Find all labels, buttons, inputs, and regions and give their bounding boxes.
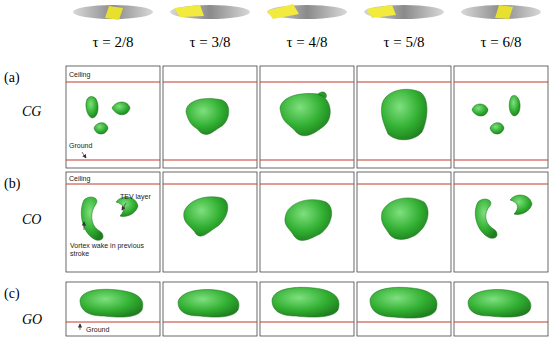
callout-label: Vortex wake in previous stroke (70, 242, 146, 257)
panel-frames (66, 66, 548, 336)
illustration-part (260, 66, 354, 168)
illustration-part (66, 282, 160, 336)
illustration-part (267, 5, 347, 19)
illustration-part (381, 198, 428, 240)
illustration-part (184, 197, 228, 236)
illustration-part (454, 66, 548, 168)
panel-letter: (c) (4, 286, 20, 301)
illustration-part (381, 89, 427, 139)
illustration-part (80, 289, 143, 317)
boundary-label: Ceiling (69, 71, 90, 79)
illustration-part (357, 66, 451, 168)
illustration-part (163, 322, 257, 323)
illustration-part (163, 82, 257, 83)
illustration-part (280, 92, 330, 136)
vortex-blobs (80, 89, 532, 318)
boundary-label: Ground (69, 142, 92, 150)
illustration-part (357, 282, 451, 336)
illustration-part (260, 184, 354, 185)
phase-label: τ = 6/8 (480, 34, 521, 51)
illustration-part (122, 203, 126, 210)
illustration-part (170, 5, 250, 19)
illustration-part (490, 123, 504, 134)
illustration-part (82, 152, 86, 158)
illustration-part (475, 199, 497, 238)
illustration-part (357, 82, 451, 83)
boundary-label: Ceiling (69, 175, 90, 183)
wing-icons (73, 4, 541, 20)
illustration-part (357, 184, 451, 185)
illustration-part (370, 287, 437, 318)
illustration-part (364, 5, 444, 19)
illustration-part (454, 172, 548, 272)
illustration-part (163, 282, 257, 336)
illustration-part (461, 5, 541, 19)
illustration-part (73, 5, 153, 20)
case-name: CO (22, 212, 41, 227)
phase-label: τ = 2/8 (92, 34, 133, 51)
illustration-part (84, 222, 85, 230)
illustration-part (510, 195, 532, 214)
illustration-part (170, 5, 250, 19)
illustration-part (454, 82, 548, 83)
illustration-part (66, 82, 160, 83)
phase-label: τ = 5/8 (383, 34, 424, 51)
phase-label: τ = 3/8 (189, 34, 230, 51)
case-name: CG (22, 104, 41, 119)
illustration-part (174, 5, 204, 17)
illustration-part (260, 322, 354, 323)
illustration-part (163, 184, 257, 185)
illustration-part (366, 5, 396, 18)
panel-letter: (a) (4, 70, 20, 85)
illustration-part (66, 322, 160, 323)
illustration-part (66, 172, 160, 272)
illustration-part (163, 66, 257, 168)
illustration-part (86, 97, 98, 118)
illustration-part (454, 282, 548, 336)
illustration-part (66, 184, 160, 185)
illustration-part (80, 324, 81, 330)
illustration-part (454, 184, 548, 185)
illustration-part (163, 172, 257, 272)
illustration-part (454, 160, 548, 161)
illustration-part (260, 82, 354, 83)
illustration-part (260, 172, 354, 272)
panel-letter: (b) (4, 176, 20, 191)
illustration-part (357, 172, 451, 272)
illustration-part (267, 4, 347, 19)
illustration-part (364, 5, 444, 19)
illustration-part (357, 322, 451, 323)
illustration-part (509, 95, 520, 116)
illustration-part (357, 160, 451, 161)
boundary-lines (66, 82, 548, 322)
illustration-part (472, 104, 488, 116)
boundary-label: Ground (86, 326, 109, 334)
illustration-part (66, 66, 160, 168)
illustration-part (267, 4, 299, 19)
illustration-part (468, 290, 531, 318)
illustration-part (461, 5, 541, 19)
illustration-part (186, 99, 229, 135)
callout-label: TEV layer (120, 193, 151, 201)
illustration-part (495, 5, 513, 19)
illustration-part (81, 197, 103, 240)
illustration-part (112, 102, 130, 115)
phase-label: τ = 4/8 (286, 34, 327, 51)
illustration-part (260, 160, 354, 161)
illustration-part (260, 282, 354, 336)
illustration-part (105, 6, 123, 20)
illustration-part (178, 290, 239, 318)
illustration-part (285, 200, 332, 241)
illustration-part (73, 5, 153, 19)
case-name: GO (22, 312, 42, 327)
illustration-part (66, 160, 160, 161)
illustration-part (272, 287, 339, 317)
illustration-part (94, 123, 108, 134)
illustration-part (163, 160, 257, 161)
illustration-part (454, 322, 548, 323)
